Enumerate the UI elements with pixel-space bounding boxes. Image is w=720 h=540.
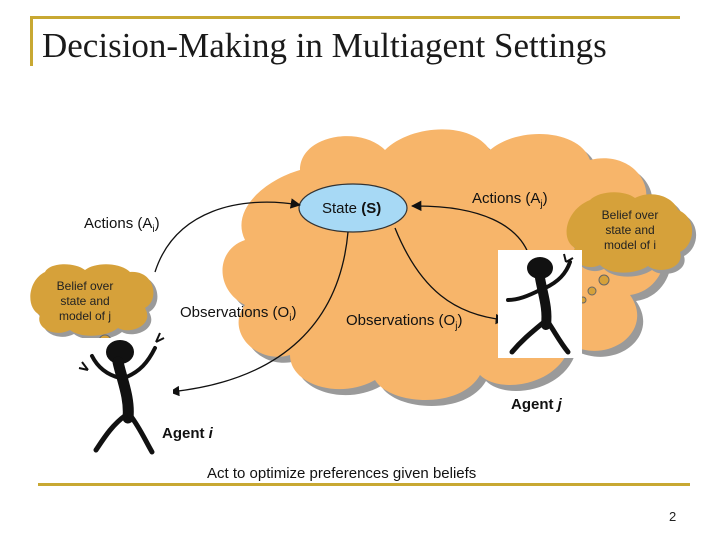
arrow-actions-j — [410, 200, 531, 259]
state-label: State (S) — [322, 200, 382, 217]
belief-text-agent-i: Belief over state and model of j — [56, 279, 114, 323]
title-left-bar — [30, 16, 33, 66]
arrow-observations-i — [168, 231, 349, 397]
state-symbol: (S) — [361, 200, 382, 217]
observations-i-label: Observations (Oi) — [180, 304, 297, 324]
belief-text-agent-j: Belief over state and model of i — [601, 208, 659, 252]
agent-i-figure — [78, 332, 173, 456]
thought-cloud-agent-j — [566, 192, 697, 304]
actions-i-label: Actions (Ai) — [84, 215, 160, 235]
page-title: Decision-Making in Multiagent Settings — [42, 26, 607, 65]
arrow-observations-j — [394, 227, 507, 325]
agent-j-figure — [498, 250, 582, 358]
arrow-actions-i — [154, 198, 302, 273]
caption: Act to optimize preferences given belief… — [207, 465, 477, 482]
actions-j-label: Actions (Aj) — [472, 190, 548, 210]
agent-j-label: Agent j — [511, 396, 562, 413]
footer-rule — [38, 483, 690, 486]
page-number: 2 — [669, 509, 677, 524]
agent-i-label: Agent i — [162, 425, 213, 442]
observations-j-label: Observations (Oj) — [346, 312, 463, 332]
title-underline — [30, 16, 680, 19]
